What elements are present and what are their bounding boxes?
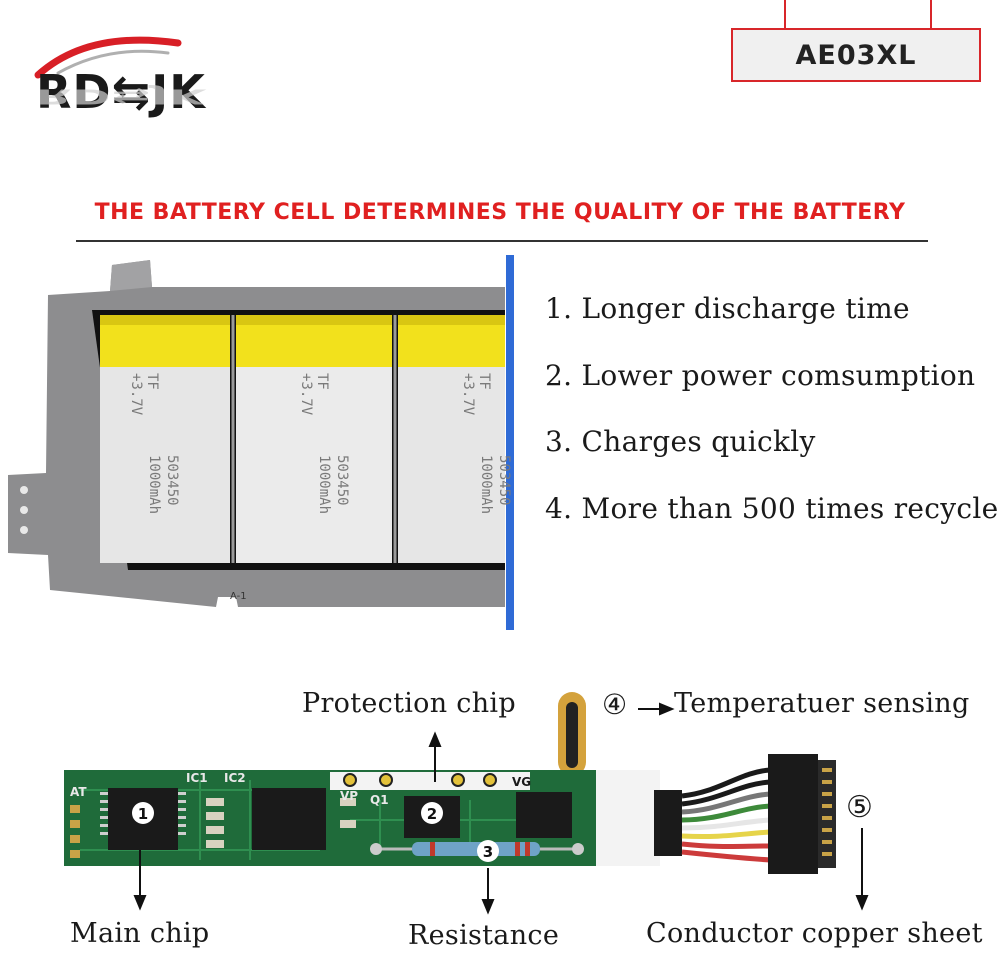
label-main-chip: Main chip: [70, 918, 210, 949]
cell-print-voltage-2: +3.7V: [298, 373, 314, 416]
brand-logo: RD⇆JK RD⇆JK: [28, 25, 298, 135]
cell-print-capacity-2: 1000mAh: [316, 455, 332, 514]
cell-print-voltage-3: +3.7V: [460, 373, 476, 416]
cell-print-capacity-3: 1000mAh: [478, 455, 494, 514]
silk-at: AT: [70, 785, 87, 799]
svg-text:2: 2: [427, 805, 437, 823]
cell-print-main-3: 503450: [496, 455, 512, 506]
headline-divider: [76, 240, 928, 242]
cell-print-brand-2: TF: [314, 373, 330, 390]
resistance: [370, 842, 584, 856]
thermistor-probe: [558, 692, 586, 776]
wire-bundle: [681, 767, 771, 863]
marker-2: 2: [421, 802, 443, 824]
headline: THE BATTERY CELL DETERMINES THE QUALITY …: [94, 200, 906, 225]
feature-item-2: 2. Lower power comsumption: [545, 359, 976, 392]
svg-text:1: 1: [138, 805, 148, 823]
cell-print-brand-1: TF: [144, 373, 160, 390]
marker-3: 3: [477, 840, 499, 862]
callout-arrows: [133, 702, 869, 915]
cell-print-capacity-1: 1000mAh: [146, 455, 162, 514]
logo-swoosh-icon: [34, 36, 182, 79]
cell-1: [100, 315, 230, 563]
cell-print-voltage-1: +3.7V: [128, 373, 144, 416]
marker-1: 1: [132, 802, 154, 824]
silk-ic1: IC1: [186, 771, 208, 785]
feature-item-3: 3. Charges quickly: [545, 425, 816, 458]
tag-hanger-left: [784, 0, 786, 28]
cell-2: [236, 315, 392, 563]
label-protection-chip: Protection chip: [302, 688, 516, 719]
pcb-diagram: AT IC1 IC2 VP Q1 VG 1 2 3: [64, 692, 869, 915]
label-temperature-sensing: Temperatuer sensing: [674, 688, 970, 719]
battery-cells-photo: TF +3.7V 503450 1000mAh TF +3.7V 503450 …: [8, 255, 514, 630]
feature-item-1: 1. Longer discharge time: [545, 292, 910, 325]
marker-4-icon: ④: [602, 688, 628, 721]
label-conductor-copper-sheet: Conductor copper sheet: [646, 918, 983, 949]
tray-mark: A-1: [230, 591, 247, 602]
silk-vg: VG: [512, 775, 531, 789]
cell-3: [398, 315, 505, 563]
cell-print-brand-3: TF: [476, 373, 492, 390]
model-tag: AE03XL: [731, 28, 981, 82]
logo-reflection: RD⇆JK: [36, 84, 206, 109]
cell-print-main-1: 503450: [164, 455, 180, 506]
feature-item-4: 4. More than 500 times recycle: [545, 492, 999, 525]
label-resistance: Resistance: [408, 920, 560, 951]
marker-5-icon: ⑤: [846, 790, 874, 825]
svg-text:3: 3: [483, 843, 493, 861]
connector: [768, 754, 836, 874]
silk-q1: Q1: [370, 793, 389, 807]
silk-vp: VP: [340, 789, 358, 803]
logo-text: RD⇆JK: [36, 65, 206, 119]
cell-print-main-2: 503450: [334, 455, 350, 506]
tag-hanger-right: [930, 0, 932, 28]
silk-ic2: IC2: [224, 771, 246, 785]
